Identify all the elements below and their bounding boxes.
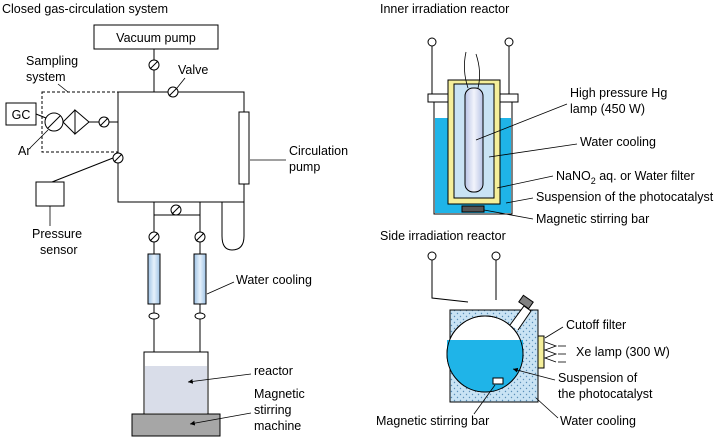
ar-label: Ar	[18, 144, 31, 158]
water-cooling-label-left: Water cooling	[236, 273, 312, 287]
nano2-label: NaNO2 aq. or Water filter	[556, 169, 695, 186]
sampling-valve	[44, 112, 64, 132]
sampling-loop	[74, 108, 90, 136]
inner-hook-left-ring	[427, 37, 437, 47]
sampling-line-a	[62, 109, 76, 123]
lamp-wire-1	[464, 51, 469, 89]
joint-right	[194, 312, 206, 320]
nano2-pointer	[496, 175, 554, 189]
circulation-loop	[117, 91, 245, 203]
side-suspension-label-1: Suspension of	[558, 371, 638, 385]
cooling-jacket-left	[147, 253, 161, 305]
reactor-liquid	[145, 366, 207, 413]
gc-label: GC	[12, 108, 31, 122]
side-hook-left-ring	[427, 251, 437, 261]
valve-down-right	[194, 231, 206, 243]
pressure-line	[51, 157, 114, 183]
inner-suspension-label: Suspension of the photocatalyst	[536, 190, 714, 204]
inner-suspension-pointer	[505, 197, 534, 204]
pressure-sensor-box	[35, 181, 65, 207]
xe-lamp-rays	[543, 341, 566, 363]
xe-lamp-label: Xe lamp (300 W)	[576, 345, 670, 359]
closed-system-title: Closed gas-circulation system	[2, 2, 168, 16]
stirring-machine-base	[131, 413, 221, 437]
sampling-outlet-valve	[98, 116, 110, 128]
pressure-label-2: sensor	[40, 243, 78, 257]
inner-reactor-title: Inner irradiation reactor	[380, 2, 509, 16]
ar-line	[29, 129, 49, 149]
sampling-label-1: Sampling	[26, 54, 78, 68]
vacuum-pump-box	[93, 24, 219, 50]
side-stirring-pointer	[473, 384, 496, 415]
water-cooling-pointer-left	[206, 281, 235, 295]
valve-pointer	[176, 77, 186, 89]
inner-hook-right-ring	[504, 37, 514, 47]
cutoff-filter	[537, 335, 545, 369]
circulation-return-line	[221, 184, 245, 251]
side-water-cooling-label: Water cooling	[560, 414, 636, 428]
hg-lamp-label-1: High pressure Hg	[570, 86, 667, 100]
valve-down-left	[148, 231, 160, 243]
reactor-label: reactor	[254, 364, 293, 378]
magnetic-label-2: stirring	[254, 403, 292, 417]
magnetic-pointer	[189, 412, 252, 426]
valve-label: Valve	[178, 63, 208, 77]
circulation-pump-label-1: Circulation	[289, 144, 348, 158]
circulation-pump-label-2: pump	[289, 160, 320, 174]
hg-lamp-pointer	[475, 103, 568, 141]
sampling-line-b	[62, 121, 76, 135]
vacuum-pump-label: Vacuum pump	[116, 31, 196, 45]
side-flask-outline	[446, 315, 524, 393]
side-hook-left	[431, 260, 469, 303]
hg-lamp-label-2: lamp (450 W)	[570, 102, 645, 116]
gc-line	[35, 113, 47, 119]
side-flask-stopper	[518, 294, 534, 310]
inner-stirring-pointer	[483, 209, 534, 220]
cutoff-filter-label: Cutoff filter	[566, 318, 626, 332]
cutoff-filter-pointer	[544, 326, 564, 339]
sampling-label-2: system	[26, 70, 66, 84]
side-suspension-pointer	[512, 367, 556, 381]
cooling-jacket-right	[193, 253, 207, 305]
side-water-cooling-pointer	[535, 397, 559, 419]
magnetic-label-3: machine	[254, 419, 301, 433]
inner-water-cooling-pointer	[488, 143, 578, 158]
side-stirring-bar	[492, 377, 504, 385]
side-flask-liquid	[447, 340, 523, 392]
hg-lamp	[464, 87, 484, 193]
circulation-pump-tube	[238, 111, 250, 185]
sampling-pointer	[57, 83, 69, 93]
side-suspension-label-2: the photocatalyst	[558, 387, 653, 401]
valve-bottom	[170, 204, 182, 216]
magnetic-label-1: Magnetic	[254, 387, 305, 401]
lamp-wire-2	[475, 53, 480, 89]
valve-top	[148, 59, 160, 71]
side-stirring-label: Magnetic stirring bar	[376, 414, 489, 428]
joint-left	[148, 312, 160, 320]
side-hook-right-ring	[491, 251, 501, 261]
side-reactor-title: Side irradiation reactor	[380, 229, 506, 243]
pressure-valve	[112, 152, 124, 164]
inner-water-cooling-label: Water cooling	[580, 135, 656, 149]
reactor-pointer	[187, 373, 252, 384]
pressure-label-1: Pressure	[32, 227, 82, 241]
inner-stirring-label: Magnetic stirring bar	[536, 212, 649, 226]
inner-stirring-bar	[461, 205, 485, 213]
bottom-manifold	[153, 202, 201, 216]
valve-upper	[167, 86, 179, 98]
